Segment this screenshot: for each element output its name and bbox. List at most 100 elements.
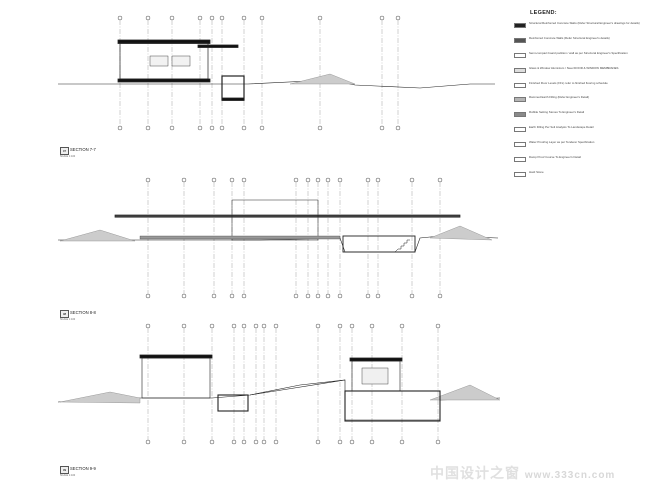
legend-item: Rammed Earth Filling (Refer Engineer's D… bbox=[514, 96, 644, 108]
legend-item: Rubble Setting Stones To Engineer's Deta… bbox=[514, 111, 644, 123]
section-8-sunken-court bbox=[342, 235, 416, 253]
grid-bubble bbox=[379, 15, 385, 21]
grid-bubble bbox=[209, 323, 215, 329]
grid-bubble bbox=[337, 323, 343, 329]
section-8-gridlines bbox=[145, 177, 443, 299]
grid-bubble bbox=[117, 15, 123, 21]
grid-bubble bbox=[395, 15, 401, 21]
grid-bubble bbox=[117, 125, 123, 131]
section-9-ramp bbox=[249, 379, 346, 396]
section-title: SECTION 7-7 bbox=[70, 147, 96, 152]
legend-text: Damp Proof Course To Engineer's Detail bbox=[529, 155, 581, 160]
legend-text: Glass & Window Aluminium / Steel DOOR & … bbox=[529, 65, 619, 70]
grid-bubble bbox=[197, 15, 203, 21]
legend-text: Semi-compact board partition / wall as p… bbox=[529, 50, 628, 55]
legend-swatch bbox=[514, 142, 526, 148]
grid-bubble bbox=[241, 323, 247, 329]
legend-swatch bbox=[514, 52, 526, 58]
grid-bubble bbox=[349, 323, 355, 329]
grid-bubble bbox=[437, 177, 443, 183]
section-7-glazing-2 bbox=[171, 55, 191, 67]
grid-bubble bbox=[209, 439, 215, 445]
section-7-gridlines bbox=[117, 15, 401, 131]
section-8-stair bbox=[394, 239, 410, 253]
grid-bubble bbox=[259, 15, 265, 21]
section-scale: SCALE 1:100 bbox=[60, 318, 76, 321]
section-8-building bbox=[58, 199, 499, 253]
section-9-basement bbox=[217, 394, 249, 412]
grid-bubble bbox=[435, 323, 441, 329]
legend-text: Earth Filling Per Soil Analysis To Lands… bbox=[529, 125, 594, 130]
grid-bubble bbox=[197, 125, 203, 131]
grid-bubble bbox=[145, 177, 151, 183]
grid-bubble bbox=[305, 177, 311, 183]
legend-text: Finished Floor Levels (FFL) refer to fin… bbox=[529, 80, 608, 85]
section-7-basement-floor bbox=[221, 97, 245, 101]
grid-bubble bbox=[241, 177, 247, 183]
grid-bubble bbox=[145, 125, 151, 131]
section-7-floor-slab bbox=[117, 78, 211, 83]
grid-bubble bbox=[181, 323, 187, 329]
grid-bubble bbox=[337, 293, 343, 299]
legend-swatch bbox=[514, 23, 526, 28]
grid-bubble bbox=[305, 293, 311, 299]
legend-swatch bbox=[514, 112, 526, 118]
watermark-cn: 中国设计之窗 bbox=[430, 465, 520, 481]
section-9-roof-slab bbox=[139, 354, 213, 359]
section-8-deck bbox=[139, 235, 341, 240]
legend-swatch bbox=[514, 37, 526, 43]
grid-bubble bbox=[229, 293, 235, 299]
grid-bubble bbox=[315, 293, 321, 299]
grid-bubble bbox=[325, 177, 331, 183]
section-8-roof-slab bbox=[114, 214, 461, 218]
grid-bubble bbox=[435, 439, 441, 445]
grid-bubble bbox=[261, 323, 267, 329]
grid-bubble bbox=[231, 439, 237, 445]
grid-bubble bbox=[241, 439, 247, 445]
grid-bubble bbox=[293, 293, 299, 299]
grid-bubble bbox=[181, 293, 187, 299]
grid-bubble bbox=[145, 439, 151, 445]
grid-bubble bbox=[317, 125, 323, 131]
grid-bubble bbox=[315, 323, 321, 329]
section-scale: SCALE 1:100 bbox=[60, 474, 76, 477]
grid-bubble bbox=[399, 439, 405, 445]
grid-bubble bbox=[273, 323, 279, 329]
grid-bubble bbox=[317, 15, 323, 21]
grid-bubble bbox=[375, 177, 381, 183]
section-8-slope-right bbox=[429, 225, 493, 241]
grid-bubble bbox=[369, 323, 375, 329]
grid-bubble bbox=[369, 439, 375, 445]
grid-bubble bbox=[365, 293, 371, 299]
legend-item: Hard Stone bbox=[514, 170, 644, 183]
legend-item: Finished Floor Levels (FFL) refer to fin… bbox=[514, 80, 644, 94]
grid-bubble bbox=[409, 177, 415, 183]
section-9-room-left bbox=[141, 357, 211, 399]
grid-bubble bbox=[399, 323, 405, 329]
section-7-basement bbox=[221, 75, 245, 101]
grid-bubble bbox=[253, 439, 259, 445]
grid-bubble bbox=[375, 293, 381, 299]
watermark-url: www.333cn.com bbox=[524, 470, 616, 481]
grid-bubble bbox=[145, 293, 151, 299]
legend-title: LEGEND: bbox=[530, 10, 557, 16]
legend-swatch bbox=[514, 97, 526, 103]
grid-bubble bbox=[253, 323, 259, 329]
legend-text: Reinforced Concrete Walls (Refer Structu… bbox=[529, 35, 610, 40]
grid-bubble bbox=[273, 439, 279, 445]
grid-bubble bbox=[219, 125, 225, 131]
section-9-glazing bbox=[361, 367, 389, 385]
grid-bubble bbox=[261, 439, 267, 445]
grid-bubble bbox=[145, 323, 151, 329]
grid-bubble bbox=[231, 323, 237, 329]
grid-bubble bbox=[395, 125, 401, 131]
grid-bubble bbox=[211, 177, 217, 183]
legend-list: Structural Reinforced Concrete Slabs (Re… bbox=[514, 21, 644, 186]
legend-item: Water Proofing Layer as per Tenderer Spe… bbox=[514, 140, 644, 153]
grid-bubble bbox=[437, 293, 443, 299]
legend-item: Damp Proof Course To Engineer's Detail bbox=[514, 155, 644, 168]
section-7-slope-fill bbox=[289, 73, 356, 85]
grid-bubble bbox=[169, 15, 175, 21]
section-number: 09 bbox=[60, 466, 69, 474]
